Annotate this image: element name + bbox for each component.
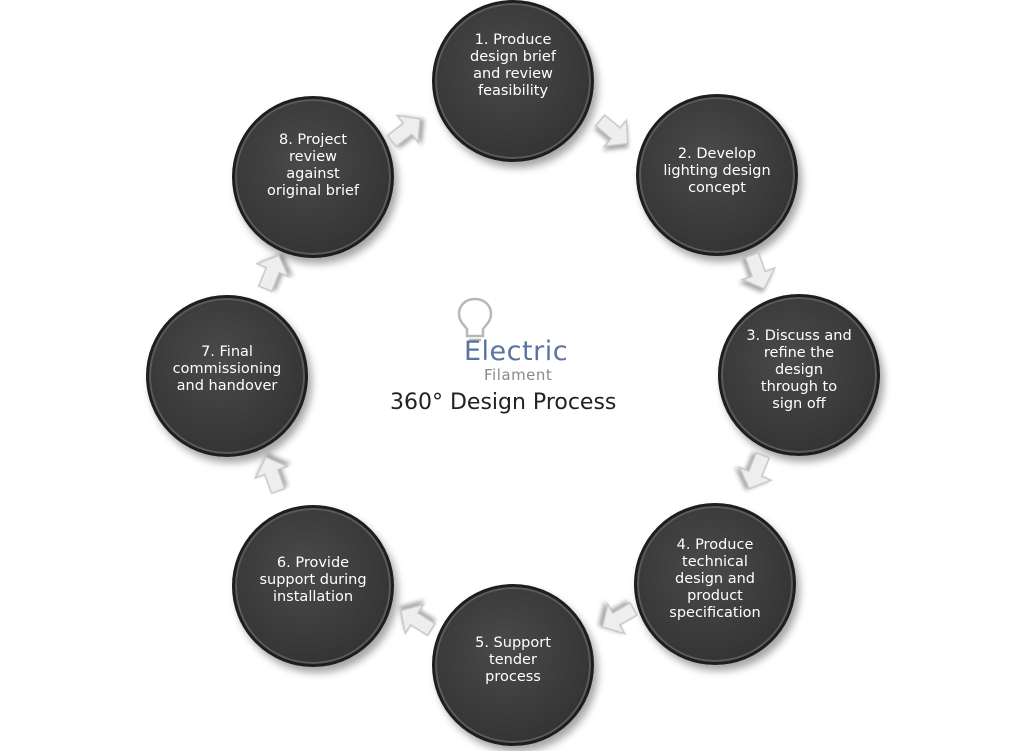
step-3-label: 3. Discuss and refine the design through…	[746, 327, 852, 412]
arrow-icon	[244, 446, 300, 502]
brand-name: Electric	[464, 336, 569, 367]
arrow-icon	[583, 101, 645, 163]
step-5-label: 5. Support tender process	[475, 634, 551, 685]
arrow-icon	[727, 443, 784, 500]
step-1-label: 1. Produce design brief and review feasi…	[470, 32, 556, 99]
arrow-icon	[243, 243, 300, 300]
step-6-node: 6. Provide support during installation	[232, 505, 394, 667]
step-3-node: 3. Discuss and refine the design through…	[718, 294, 880, 456]
step-6-label: 6. Provide support during installation	[259, 554, 367, 605]
step-8-label: 8. Project review against original brief	[266, 132, 360, 199]
step-2-label: 2. Develop lighting design concept	[663, 145, 771, 196]
arrow-icon	[588, 588, 648, 648]
arrow-icon	[375, 99, 437, 161]
arrow-icon	[386, 590, 447, 651]
brand-subname: Filament	[484, 366, 553, 384]
step-4-label: 4. Produce technical design and product …	[669, 536, 761, 621]
diagram-title: 360° Design Process	[390, 390, 617, 415]
step-5-node: 5. Support tender process	[432, 584, 594, 746]
center-logo: Electric Filament 360° Design Process	[380, 296, 650, 426]
step-2-node: 2. Develop lighting design concept	[636, 94, 798, 256]
lightbulb-icon	[457, 297, 493, 342]
step-7-label: 7. Final commissioning and handover	[172, 343, 282, 394]
step-8-node: 8. Project review against original brief	[232, 96, 394, 258]
step-1-node: 1. Produce design brief and review feasi…	[432, 0, 594, 162]
step-4-node: 4. Produce technical design and product …	[634, 503, 796, 665]
step-7-node: 7. Final commissioning and handover	[146, 295, 308, 457]
arrow-icon	[730, 244, 786, 300]
